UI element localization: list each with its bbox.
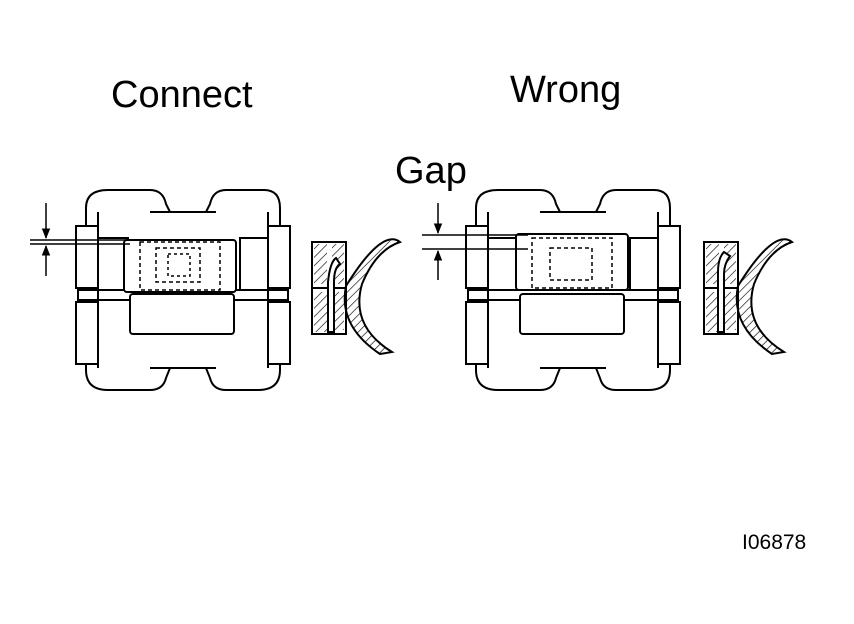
figure-code: I06878 xyxy=(742,531,807,554)
connect-side-section xyxy=(311,238,401,355)
connect-label: Connect xyxy=(111,74,253,116)
wrong-gap-dimension xyxy=(422,203,528,280)
connect-gap-dimension xyxy=(30,203,130,276)
connect-connector xyxy=(75,189,291,391)
gap-label: Gap xyxy=(395,150,467,192)
wrong-label: Wrong xyxy=(510,69,622,111)
wrong-side-section xyxy=(703,238,793,355)
wrong-connector xyxy=(465,189,681,391)
